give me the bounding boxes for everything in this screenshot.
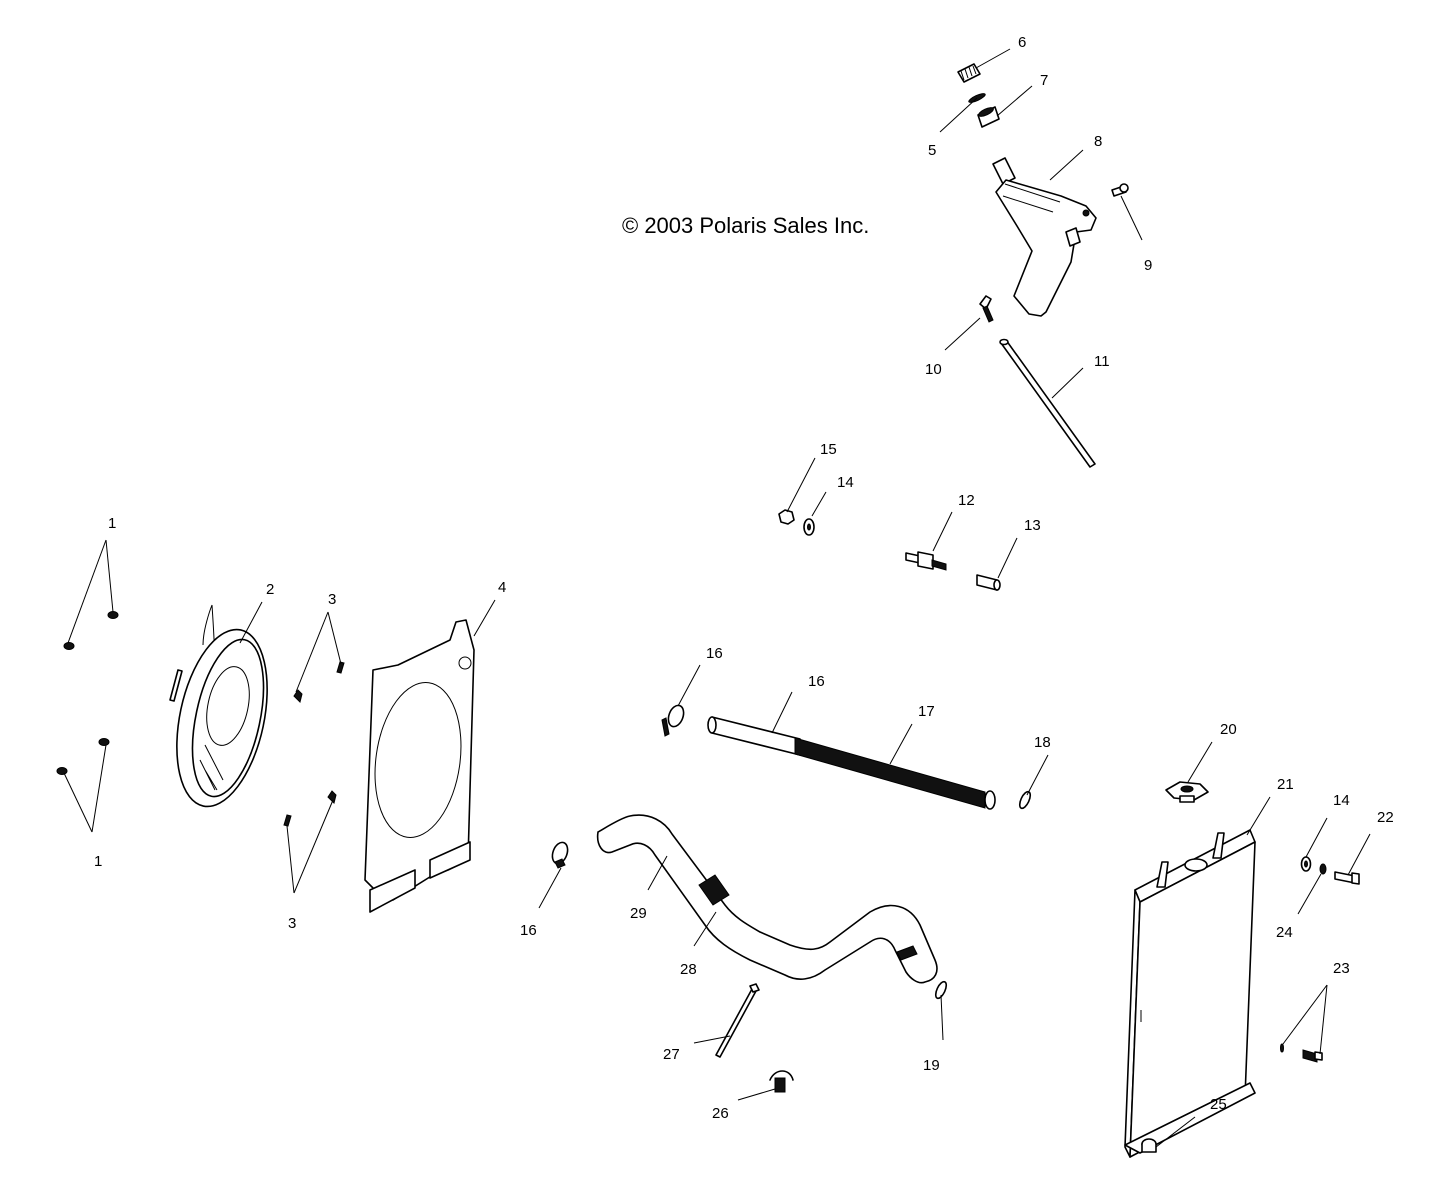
part-6-cap <box>957 63 981 83</box>
part-12-sleeve <box>976 574 1001 591</box>
part-19-clamp-upper <box>1018 790 1032 810</box>
callout-4: 4 <box>498 579 506 596</box>
part-2-fan <box>169 604 268 808</box>
callout-16a: 16 <box>706 645 723 662</box>
callout-23: 24 <box>1276 924 1293 941</box>
part-15-nut <box>778 509 795 525</box>
part-22-bolt <box>1334 871 1360 885</box>
callout-9: 9 <box>1144 257 1152 274</box>
callout-26: 26 <box>712 1105 729 1122</box>
part-3-clips-lower <box>283 790 337 827</box>
callout-28: 28 <box>680 961 697 978</box>
part-17-hose <box>707 716 801 756</box>
callout-14b: 14 <box>1333 792 1350 809</box>
part-16-clamp-upper <box>661 704 685 737</box>
callout-12: 13 <box>1024 517 1041 534</box>
part-20-radiator-cap <box>1165 781 1209 803</box>
part-1-screws-lower <box>56 738 110 775</box>
callout-19b: 19 <box>923 1057 940 1074</box>
part-21-radiator <box>1124 829 1256 1158</box>
part-23-lock-washer <box>1319 863 1327 875</box>
callout-18: 17 <box>918 703 935 720</box>
part-8-reservoir <box>992 157 1097 317</box>
callout-6: 6 <box>1018 34 1026 51</box>
callout-24: 23 <box>1333 960 1350 977</box>
part-25-plug <box>1141 1138 1157 1153</box>
callout-10: 10 <box>925 361 942 378</box>
callout-11: 11 <box>1094 353 1110 370</box>
callout-25: 25 <box>1210 1096 1227 1113</box>
callout-7: 7 <box>1040 72 1048 89</box>
callout-1b: 1 <box>94 853 102 870</box>
callout-5: 5 <box>928 142 936 159</box>
part-29-lower-hose <box>596 814 938 984</box>
part-1-screws-upper <box>63 611 119 650</box>
callout-3b: 3 <box>288 915 296 932</box>
callout-3a: 3 <box>328 591 336 608</box>
part-4-shroud <box>364 619 475 913</box>
part-18-hose-sleeve <box>794 737 996 810</box>
part-19-clamp-lower <box>934 980 948 1000</box>
part-14-washer-a <box>803 518 815 536</box>
part-13-bushing <box>905 551 947 571</box>
part-7-fitting <box>977 106 1000 128</box>
callout-15: 15 <box>820 441 837 458</box>
callout-20: 20 <box>1220 721 1237 738</box>
part-10-elbow <box>979 295 994 323</box>
callout-1a: 1 <box>108 515 116 532</box>
part-3-clips-upper <box>293 661 345 703</box>
callout-8: 8 <box>1094 133 1102 150</box>
callout-2: 2 <box>266 581 274 598</box>
part-11-vent-tube <box>999 338 1096 468</box>
callout-14a: 14 <box>837 474 854 491</box>
part-26-rivet <box>769 1070 794 1093</box>
part-14-washer-b <box>1300 856 1312 872</box>
callout-29: 29 <box>630 905 647 922</box>
part-16-clamp-lower <box>551 841 569 869</box>
callout-21: 21 <box>1277 776 1294 793</box>
callout-19a: 18 <box>1034 734 1051 751</box>
copyright-text: © 2003 Polaris Sales Inc. <box>622 213 869 238</box>
callout-13: 12 <box>958 492 975 509</box>
callout-16b: 16 <box>520 922 537 939</box>
part-9-screw <box>1111 183 1129 197</box>
callout-22: 22 <box>1377 809 1394 826</box>
part-24-drain-plug <box>1280 1043 1323 1063</box>
part-27-tie-strap <box>715 983 760 1058</box>
callout-27: 27 <box>663 1046 680 1063</box>
callout-17: 16 <box>808 673 825 690</box>
